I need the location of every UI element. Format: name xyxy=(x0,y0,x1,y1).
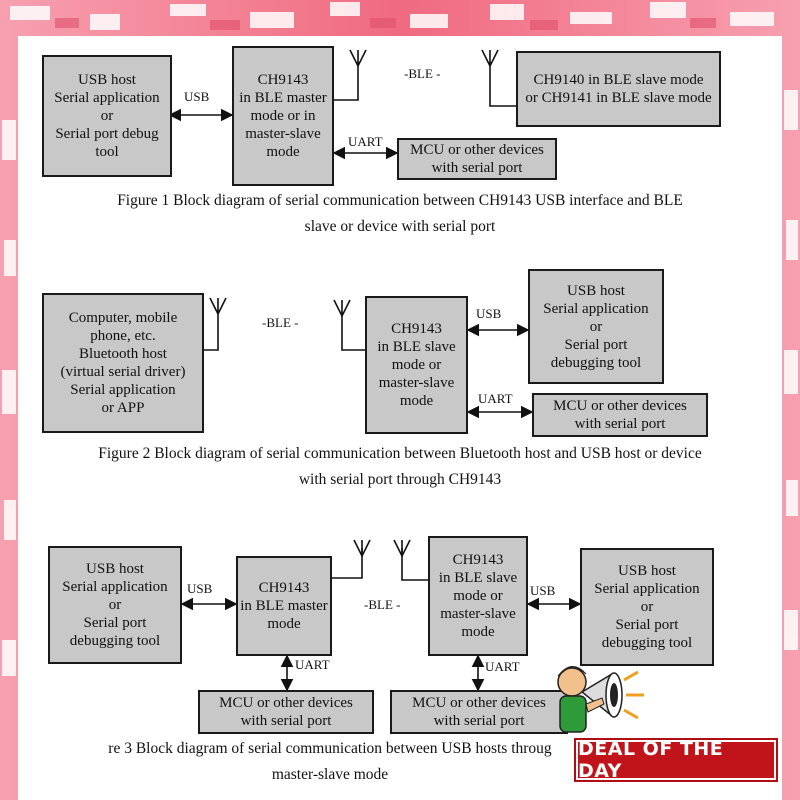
fig3-ch9143-slave-box: CH9143 in BLE slave mode or master-slave… xyxy=(428,536,528,656)
fig1-mcu-box: MCU or other devices with serial port xyxy=(397,138,557,180)
fig1-caption: Figure 1 Block diagram of serial communi… xyxy=(117,192,683,235)
badge-text: DEAL OF THE DAY xyxy=(578,738,724,782)
fig2-bluetooth-host-box: Computer, mobile phone, etc. Bluetooth h… xyxy=(42,293,204,433)
fig3-mcu-left-box: MCU or other devices with serial port xyxy=(198,690,374,734)
fig3-uart-right-label: UART xyxy=(485,659,520,674)
fig3-caption: re 3 Block diagram of serial communicati… xyxy=(108,740,552,783)
fig3-ch9143-master-box: CH9143 in BLE master mode xyxy=(236,556,332,656)
fig3-usb-right-label: USB xyxy=(530,583,556,598)
fig1-ble-slave-box: CH9140 in BLE slave mode or CH9141 in BL… xyxy=(516,51,721,127)
fig3-uart-left-label: UART xyxy=(295,657,330,672)
fig2-ble-label: -BLE - xyxy=(262,315,299,330)
fig3-ble-label: -BLE - xyxy=(364,597,401,612)
fig2-usb-host-box: USB host Serial application or Serial po… xyxy=(528,269,664,384)
megaphone-mascot-icon xyxy=(557,666,644,733)
fig2-ch9143-slave-box: CH9143 in BLE slave mode or master-slave… xyxy=(365,296,468,434)
deal-of-the-day-badge[interactable]: DEAL OF THE DAY xyxy=(574,738,778,782)
fig2-caption: Figure 2 Block diagram of serial communi… xyxy=(98,445,702,488)
fig3-mcu-right-box: MCU or other devices with serial port xyxy=(390,690,568,734)
fig1-uart-label: UART xyxy=(348,134,383,149)
fig3-usb-left-label: USB xyxy=(187,581,213,596)
fig2-uart-label: UART xyxy=(478,391,513,406)
fig1-usb-host-box: USB host Serial application or Serial po… xyxy=(42,55,172,177)
fig2-usb-label: USB xyxy=(476,306,502,321)
fig3-usb-host-left-box: USB host Serial application or Serial po… xyxy=(48,546,182,664)
fig3-usb-host-right-box: USB host Serial application or Serial po… xyxy=(580,548,714,666)
fig1-usb-label: USB xyxy=(184,89,210,104)
fig1-ble-label: -BLE - xyxy=(404,66,441,81)
fig1-ch9143-master-box: CH9143 in BLE master mode or in master-s… xyxy=(232,46,334,186)
fig2-mcu-box: MCU or other devices with serial port xyxy=(532,393,708,437)
